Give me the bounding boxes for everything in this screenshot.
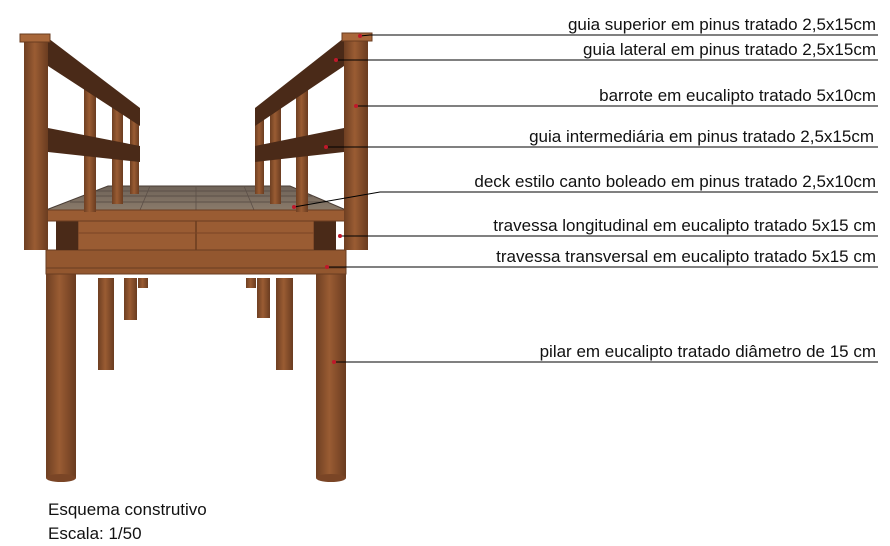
pillar-back-right-1 [276, 278, 293, 370]
dot-barrote [354, 104, 358, 108]
labels: guia superior em pinus tratado 2,5x15cm … [474, 15, 876, 361]
right-post-cap [341, 32, 373, 42]
pillar-back-right-2 [257, 278, 270, 318]
pillar-back-right-3 [246, 278, 256, 288]
dot-deck [292, 205, 296, 209]
pillar-back-left-3 [138, 278, 148, 288]
dot-guia-superior [358, 34, 362, 38]
label-guia-superior: guia superior em pinus tratado 2,5x15cm [568, 15, 876, 34]
left-railing [19, 33, 140, 250]
left-post-cap [19, 33, 51, 43]
right-front-post [344, 40, 368, 250]
leader-guia-superior [359, 34, 878, 37]
caption-title: Esquema construtivo [48, 500, 207, 519]
leader-dots [292, 34, 362, 364]
dot-pilar [332, 360, 336, 364]
label-travessa-longitudinal: travessa longitudinal em eucalipto trata… [493, 216, 876, 235]
right-top-rail [255, 38, 344, 126]
pillar-front-left-base [46, 474, 76, 482]
pillar-front-right [316, 272, 346, 478]
walkway-drawing [19, 32, 373, 482]
front-pillars [46, 272, 346, 482]
caption-scale: Escala: 1/50 [48, 524, 142, 543]
pillar-front-left [46, 272, 76, 478]
left-top-rail [48, 38, 140, 126]
right-railing [255, 32, 373, 250]
label-travessa-transversal: travessa transversal em eucalipto tratad… [496, 247, 876, 266]
dot-travessa-longitudinal [338, 234, 342, 238]
leader-lines [293, 34, 878, 363]
label-pilar: pilar em eucalipto tratado diâmetro de 1… [540, 342, 876, 361]
dot-travessa-transversal [325, 265, 329, 269]
pillar-back-left-2 [124, 278, 137, 320]
leader-deck [293, 191, 878, 208]
back-pillars [98, 278, 293, 370]
left-middle-rail [48, 128, 140, 162]
label-barrote: barrote em eucalipto tratado 5x10cm [599, 86, 876, 105]
left-front-post [24, 40, 48, 250]
dot-guia-intermediaria [324, 145, 328, 149]
label-guia-intermediaria: guia intermediária em pinus tratado 2,5x… [529, 127, 874, 146]
label-deck: deck estilo canto boleado em pinus trata… [474, 172, 876, 191]
pillar-back-left-1 [98, 278, 114, 370]
dot-guia-lateral [334, 58, 338, 62]
pillar-front-right-base [316, 474, 346, 482]
right-middle-rail [255, 128, 344, 162]
longitudinal-beams [56, 220, 336, 251]
transverse-beam [45, 249, 347, 275]
label-guia-lateral: guia lateral em pinus tratado 2,5x15cm [583, 40, 876, 59]
